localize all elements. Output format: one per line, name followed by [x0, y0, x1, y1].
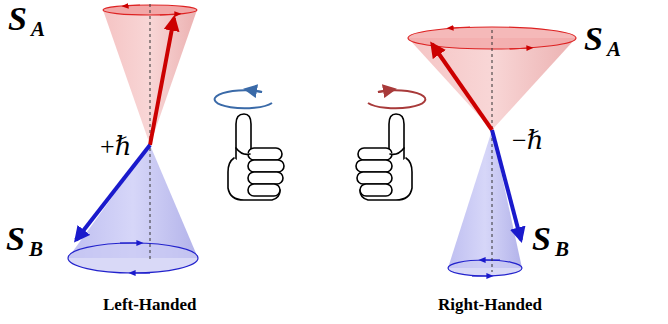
- right-axis: [492, 30, 493, 272]
- spin-subscript: A: [607, 39, 621, 60]
- left-bottom-cone: [68, 145, 198, 273]
- left-spin-a-arrow: [150, 18, 174, 145]
- spin-subscript: A: [31, 19, 45, 40]
- left-rotation-arrow: [215, 90, 272, 108]
- helicity-value: −ℏ: [512, 128, 543, 154]
- handedness-title: Left-Handed: [103, 296, 197, 313]
- spin-subscript: B: [29, 239, 43, 260]
- helicity-value: +ℏ: [100, 134, 131, 160]
- spin-symbol: S: [6, 222, 25, 256]
- spin-symbol: S: [584, 22, 603, 56]
- spin-symbol: S: [8, 2, 27, 36]
- right-bottom-cone: [448, 130, 522, 276]
- left-hand-thumb-icon: [228, 114, 284, 200]
- right-rotation-arrow: [368, 90, 425, 108]
- spin-subscript: B: [555, 239, 569, 260]
- right-hand-thumb-icon: [356, 114, 412, 200]
- right-spin-a-arrow: [432, 44, 492, 130]
- spin-symbol: S: [532, 222, 551, 256]
- handedness-title: Right-Handed: [438, 296, 542, 313]
